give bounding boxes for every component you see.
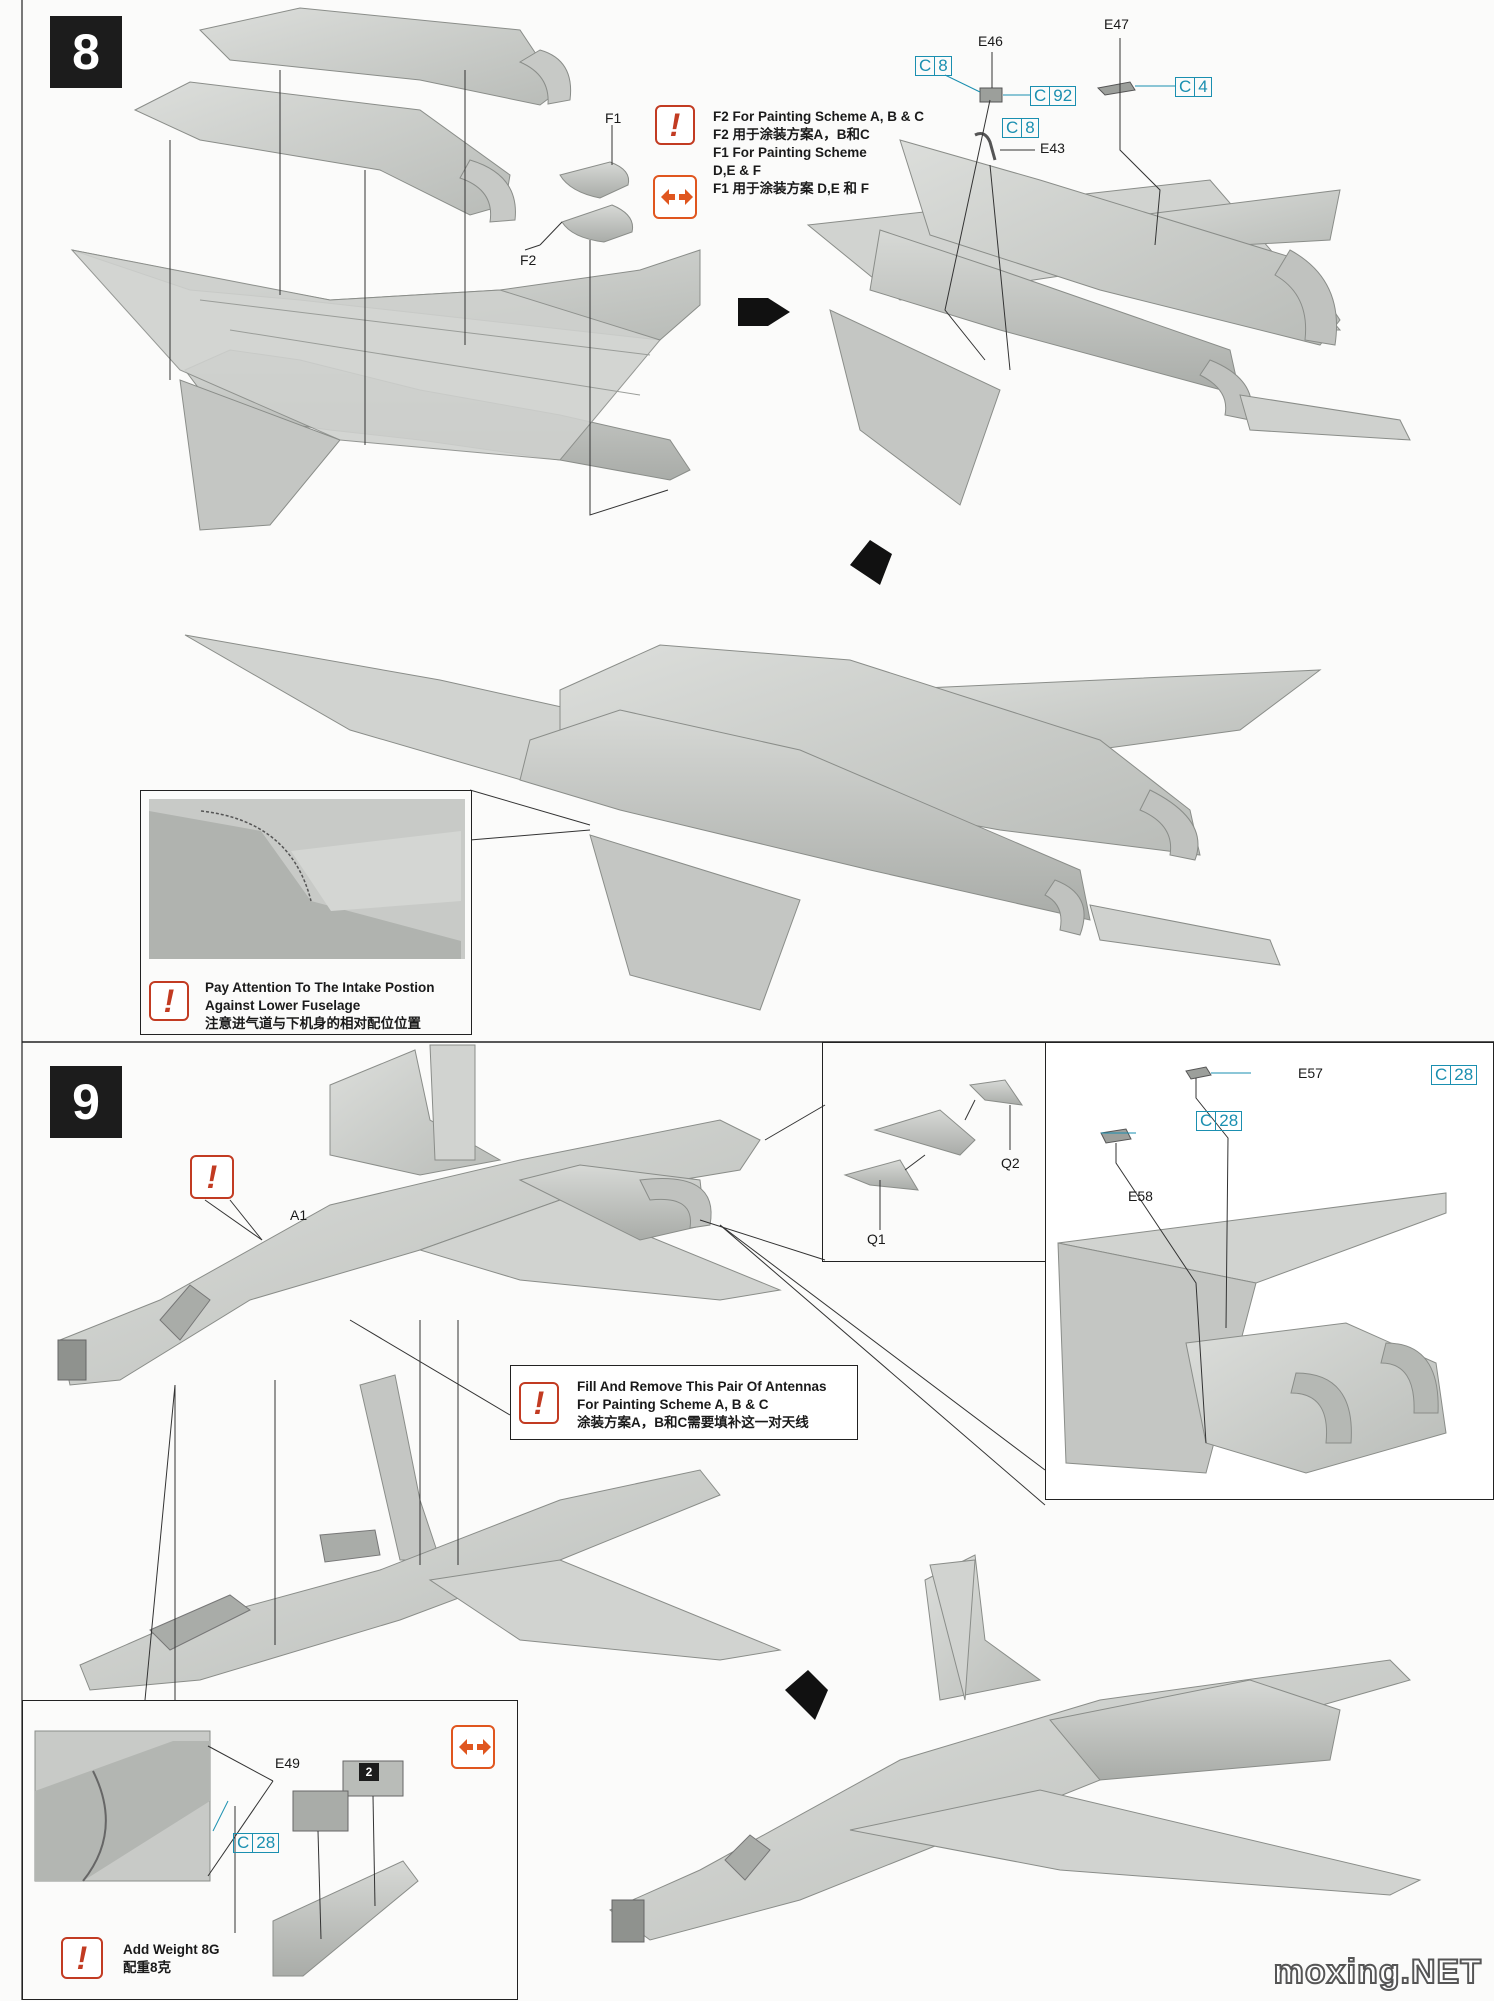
part-label-E49: E49 [275,1755,300,1771]
part-label-A1: A1 [290,1207,308,1223]
note-add-weight: Add Weight 8G 配重8克 [123,1942,220,1975]
part-label-E57: E57 [1298,1065,1323,1081]
warning-icon: ! [655,105,695,145]
inset-q1-q2: Q1 Q2 [822,1042,1047,1262]
swap-icon-2 [451,1725,495,1769]
engine-cover-upper [199,7,572,106]
warning-icon-antennas: ! [519,1382,559,1424]
note-antennas-box: ! Fill And Remove This Pair Of Antennas … [510,1365,858,1440]
assembly-8b [806,139,1411,506]
lower-fuselage-8a [70,249,701,531]
swap-icon [653,175,697,219]
arrow-down-icon [850,540,892,585]
part-Q2-shape [968,1079,1024,1106]
warning-icon-a1: ! [190,1155,234,1199]
part-label-E58: E58 [1128,1188,1153,1204]
part-F2-shape [561,204,634,243]
aircraft-9a [59,1044,782,1386]
part-label-F1: F1 [605,110,622,126]
sub-step-badge: 2 [359,1763,379,1781]
warning-icon-intake: ! [149,981,189,1021]
step-number-9: 9 [50,1066,122,1138]
site-watermark: moxing.NET [1273,1952,1482,1992]
warning-icon-weight: ! [61,1937,103,1979]
aircraft-9b [609,1554,1422,1943]
part-E43-shape [974,132,997,161]
engine-cover-lower [133,81,516,223]
part-label-F2: F2 [520,252,537,268]
part-E46-shape [979,87,1003,103]
part-label-Q2: Q2 [1001,1155,1020,1171]
note-antennas: Fill And Remove This Pair Of Antennas Fo… [577,1379,827,1430]
note-painting-scheme: F2 For Painting Scheme A, B & C F2 用于涂装方… [713,109,925,196]
part-label-E47: E47 [1104,16,1129,32]
part-label-E46: E46 [978,33,1003,49]
inset-intake-detail: ! Pay Attention To The Intake Postion Ag… [140,790,472,1035]
step-number-8: 8 [50,16,122,88]
part-E47-shape [1096,81,1136,96]
arrow-down-icon-2 [785,1670,828,1720]
part-Q1-shape [843,1159,919,1191]
part-label-Q1: Q1 [867,1231,886,1247]
part-F1-shape [559,161,630,199]
part-intake-shape [873,1109,976,1156]
assembly-8c [184,634,1322,1011]
note-intake: Pay Attention To The Intake Postion Agai… [205,980,435,1031]
arrow-right-icon [738,298,790,326]
part-label-E43: E43 [1040,140,1065,156]
